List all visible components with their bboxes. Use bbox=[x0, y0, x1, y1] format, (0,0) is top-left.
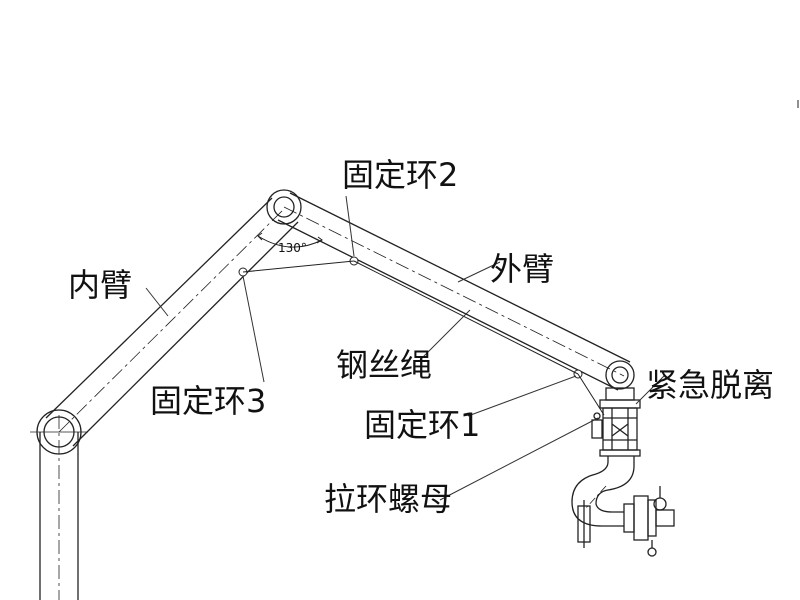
lower-pipe-bend bbox=[571, 456, 635, 527]
outer-arm bbox=[277, 192, 631, 391]
leader-fixed-ring-2 bbox=[345, 195, 355, 257]
leader-fixed-ring-3 bbox=[242, 275, 265, 383]
label-outer-arm: 外臂 bbox=[490, 250, 554, 288]
label-fixed-ring-2: 固定环2 bbox=[342, 156, 458, 194]
riser-column bbox=[39, 415, 79, 600]
label-fixed-ring-3: 固定环3 bbox=[150, 382, 266, 420]
leader-inner-arm bbox=[145, 287, 169, 317]
leader-pull-ring-nut bbox=[439, 417, 599, 501]
base-swivel-joint bbox=[30, 409, 88, 455]
leader-emergency-release bbox=[635, 375, 665, 405]
leader-fixed-ring-1 bbox=[467, 375, 577, 417]
leader-outer-arm bbox=[457, 261, 501, 283]
leader-wire-rope bbox=[419, 309, 471, 361]
angle-indicator bbox=[257, 232, 323, 248]
label-wire-rope: 钢丝绳 bbox=[336, 346, 432, 384]
label-inner-arm: 内臂 bbox=[68, 266, 132, 304]
label-emergency-release: 紧急脱离 bbox=[646, 366, 774, 404]
angle-label: 130° bbox=[278, 241, 307, 255]
top-elbow-joint bbox=[266, 189, 302, 225]
discharge-coupling bbox=[577, 486, 675, 557]
label-pull-ring-nut: 拉环螺母 bbox=[324, 480, 452, 518]
outer-elbow-joint bbox=[605, 360, 635, 390]
emergency-release-assembly bbox=[591, 387, 641, 457]
inner-arm bbox=[45, 197, 299, 447]
leader-lines bbox=[145, 195, 665, 501]
label-fixed-ring-1: 固定环1 bbox=[364, 406, 480, 444]
